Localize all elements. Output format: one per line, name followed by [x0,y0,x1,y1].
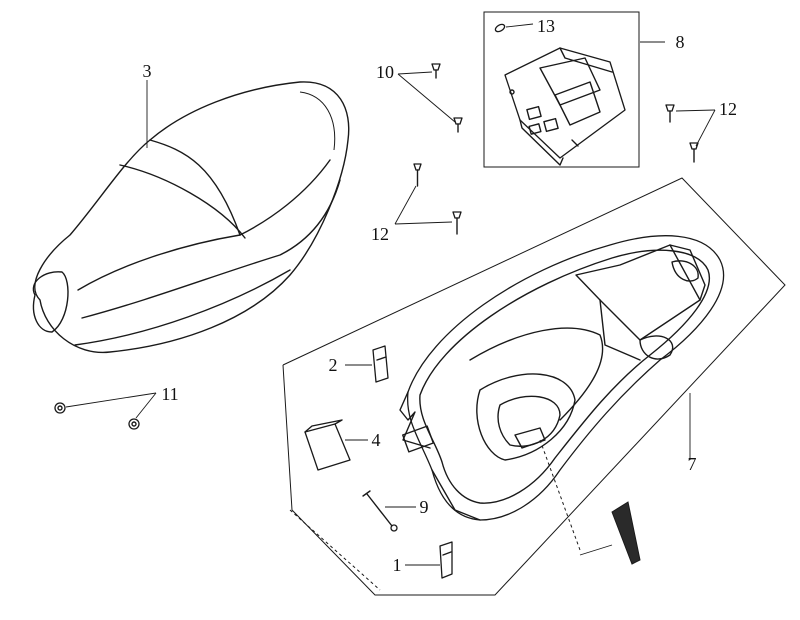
callout-8: 8 [676,32,685,52]
cover-4[interactable] [304,419,351,471]
bolt-9[interactable] [362,490,398,532]
callout-9: 9 [420,497,429,517]
callout-12-left: 12 [371,224,389,244]
screw-12-upper-right[interactable] [665,104,675,123]
callout-13: 13 [537,16,555,36]
clip-2[interactable] [372,345,389,383]
seat-part[interactable] [32,81,350,354]
luggage-box-frame [282,177,786,596]
screw-12-upper-left[interactable] [413,163,422,187]
callout-10: 10 [376,62,394,82]
callout-2: 2 [329,355,338,375]
tray-part[interactable] [504,47,626,166]
reflector-pad[interactable] [611,501,641,565]
leader-lines [65,23,716,566]
callout-4: 4 [372,430,381,450]
clip-1[interactable] [439,541,453,579]
luggage-box-part[interactable] [399,235,725,521]
screw-10-upper[interactable] [431,63,441,79]
screw-10-lower[interactable] [453,117,463,133]
nut-11-left[interactable] [54,402,66,414]
callout-1: 1 [393,555,402,575]
screw-12-lower-right[interactable] [689,142,699,163]
hidden-line [539,439,581,551]
screw-13[interactable] [494,23,506,33]
callout-12-right: 12 [719,99,737,119]
tray-frame [483,11,640,168]
callout-7: 7 [688,454,697,474]
hidden-line [289,509,381,591]
callout-3: 3 [143,61,152,81]
callout-11: 11 [161,384,178,404]
nut-11-right[interactable] [128,418,140,430]
screw-12-lower-left[interactable] [452,211,462,235]
